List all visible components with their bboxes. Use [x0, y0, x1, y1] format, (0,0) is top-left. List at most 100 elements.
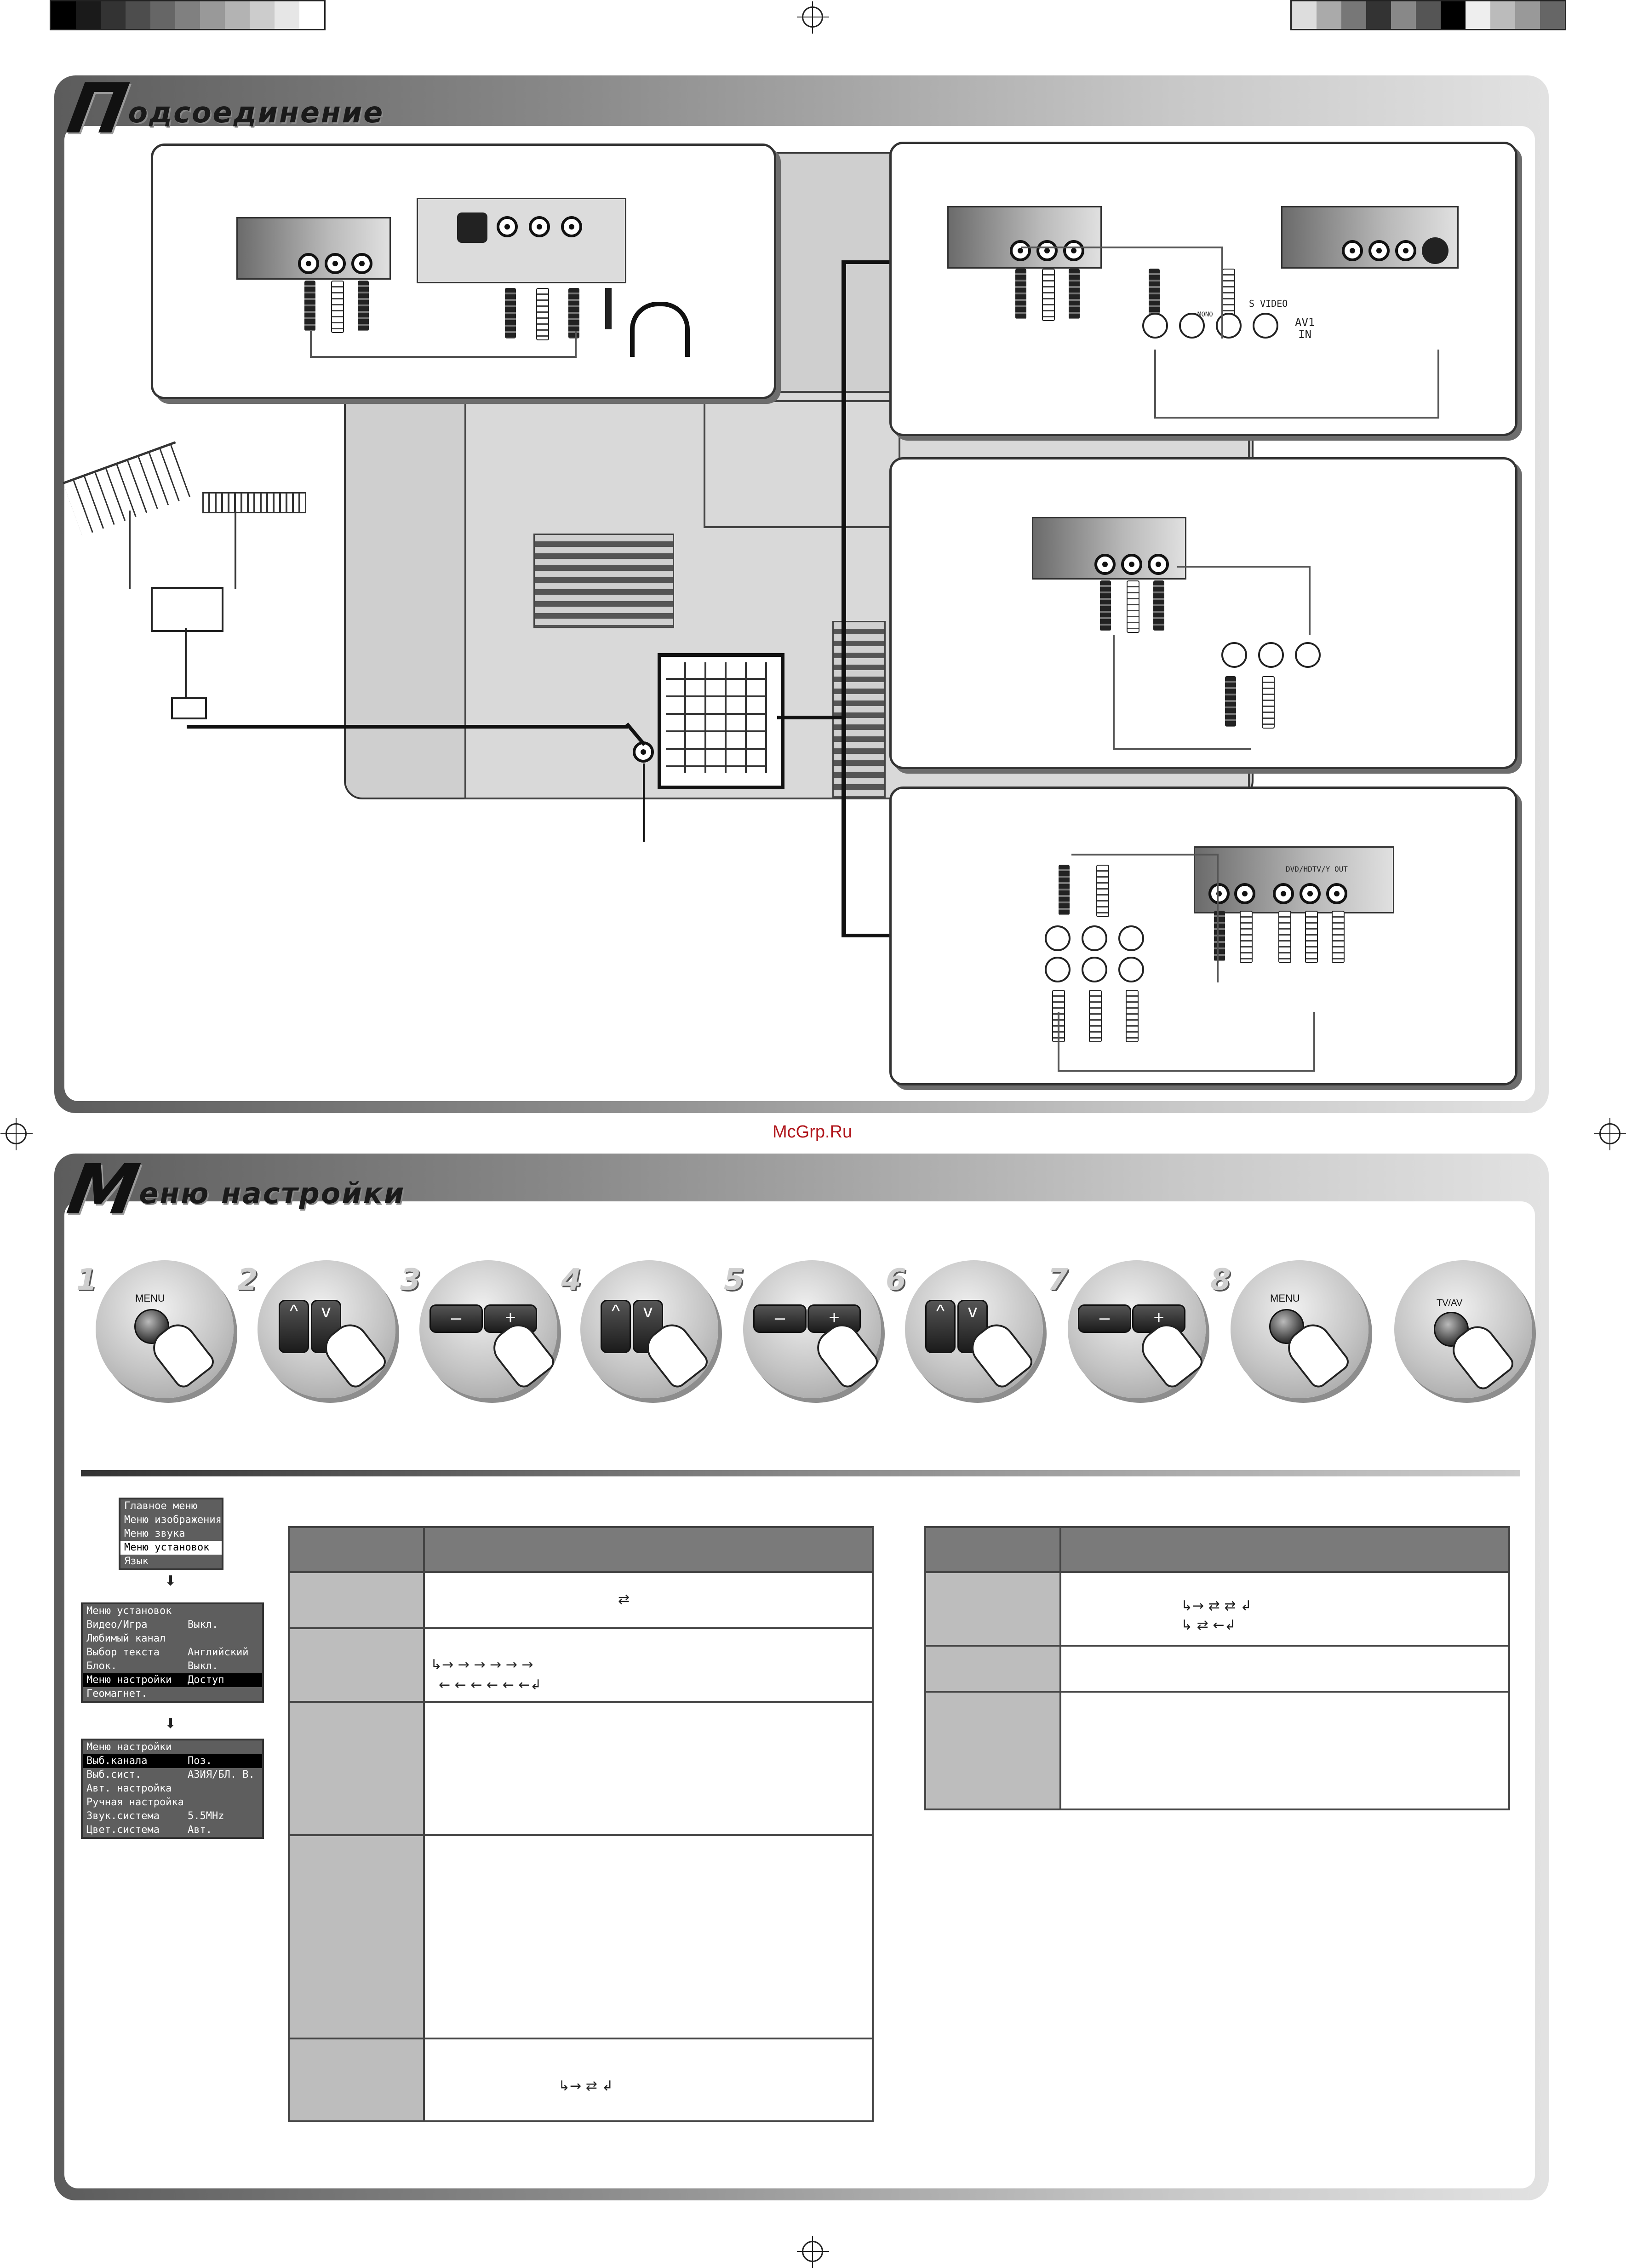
- front-video-in-jack[interactable]: [497, 216, 518, 237]
- av1-in-label: AV1 IN: [1295, 316, 1315, 341]
- step-number-5: 5: [724, 1263, 744, 1297]
- down-arrow-icon: ⬇: [165, 1716, 177, 1732]
- front-audio-r-in-jack[interactable]: [561, 216, 582, 237]
- osd-row[interactable]: Ручная настройка: [86, 1797, 184, 1808]
- settings-table-right: ↳→ ⇄ ⇄ ↲ ↳ ⇄ ←↲: [924, 1526, 1510, 1810]
- title-rest: еню настройки: [139, 1177, 406, 1210]
- component-jack-2[interactable]: [1082, 925, 1107, 951]
- headphone-plug: [605, 288, 612, 329]
- antenna-mast-left: [129, 511, 131, 589]
- av2-in-jack-2[interactable]: [1258, 642, 1284, 668]
- osd-row[interactable]: Меню установок: [86, 1605, 172, 1617]
- connection-section-title: Подсоединение: [62, 69, 384, 149]
- osd-row[interactable]: Язык: [124, 1556, 149, 1567]
- osd-row[interactable]: Авт. настройка: [86, 1783, 172, 1794]
- vcr-video-out-jack: [1010, 240, 1031, 261]
- av2-in-jack-1[interactable]: [1221, 642, 1247, 668]
- cycle-arrow-icon: ← ← ← ← ← ←↲: [439, 1677, 542, 1693]
- table-row: ↳→ ⇄ ↲: [288, 2038, 874, 2122]
- osd-row-selected[interactable]: Меню установок: [120, 1541, 222, 1555]
- rca-plug-front-audio-l: [536, 288, 549, 340]
- component-jack-5[interactable]: [1082, 957, 1107, 982]
- tv-rear-upper-panel: [704, 400, 900, 528]
- dvd-y-jack: [1273, 883, 1294, 904]
- step-number-1: 1: [76, 1263, 97, 1297]
- osd-row[interactable]: Любимый канал: [86, 1633, 166, 1644]
- table-row: ↳→ ⇄ ⇄ ↲ ↳ ⇄ ←↲: [924, 1571, 1510, 1647]
- av2-in-jack-3[interactable]: [1295, 642, 1321, 668]
- osd-row[interactable]: Меню изображения: [124, 1514, 222, 1526]
- dvd-plug-5: [1332, 911, 1345, 963]
- device-video-out-jack: [298, 253, 319, 274]
- table-header-cell: [1059, 1526, 1510, 1573]
- component-jack-4[interactable]: [1045, 957, 1071, 982]
- step-8-label: MENU: [1270, 1292, 1300, 1304]
- callout-line-right: [842, 260, 846, 936]
- dvd-audio-r-jack: [1234, 883, 1255, 904]
- step-number-3: 3: [400, 1263, 421, 1297]
- front-audio-l-in-jack[interactable]: [529, 216, 550, 237]
- volume-minus-button[interactable]: –: [1078, 1304, 1131, 1333]
- table-label-cell: [924, 1645, 1061, 1693]
- volume-minus-button[interactable]: –: [753, 1304, 807, 1333]
- source-audio-l-jack: [1368, 240, 1390, 261]
- component-jack-6[interactable]: [1118, 957, 1144, 982]
- osd-row[interactable]: Блок.Выкл.: [86, 1660, 218, 1672]
- tv-to-source-cable: [1154, 350, 1439, 419]
- av1-in-jack-1[interactable]: [1142, 313, 1168, 339]
- step-number-4: 4: [561, 1263, 582, 1297]
- channel-up-button[interactable]: ^: [601, 1300, 631, 1353]
- channel-up-button[interactable]: ^: [279, 1300, 309, 1353]
- table-row: [288, 1701, 874, 1836]
- table-label-cell: [288, 1701, 425, 1836]
- registration-mark-top: [797, 1, 829, 34]
- channel-up-button[interactable]: ^: [925, 1300, 956, 1353]
- dvd-player-device: [1194, 846, 1394, 913]
- antenna-cable-to-tv: [187, 725, 628, 729]
- title-rest: одсоединение: [128, 96, 384, 129]
- title-initial: М: [62, 1150, 146, 1230]
- table-value-cell: [1059, 1645, 1510, 1693]
- av2-plug-2: [1127, 580, 1139, 633]
- vcr-plug-1: [1015, 269, 1026, 319]
- tv-front-panel: [417, 198, 626, 283]
- bidirectional-arrow-icon: ⇄: [618, 1591, 630, 1608]
- setup-menu-section-title: Меню настройки: [62, 1150, 406, 1230]
- osd-row[interactable]: Меню звука: [124, 1528, 185, 1539]
- table-row: [288, 1834, 874, 2039]
- av2-audio-l-out-jack: [1121, 554, 1142, 575]
- vcr-cable-bundle: [1021, 247, 1223, 339]
- volume-minus-button[interactable]: –: [429, 1304, 483, 1333]
- source-video-jack: [1342, 240, 1363, 261]
- osd-row[interactable]: Главное меню: [124, 1500, 197, 1512]
- dvd-out-label: DVD/HDTV/Y OUT: [1286, 865, 1348, 873]
- av1-in-jack-3[interactable]: [1216, 313, 1242, 339]
- osd-row[interactable]: Меню настройки: [86, 1741, 172, 1753]
- av2-video-out-jack: [1094, 554, 1116, 575]
- s-video-label: S VIDEO: [1249, 298, 1288, 309]
- component-jack-1[interactable]: [1045, 925, 1071, 951]
- av1-in-jack-2[interactable]: [1179, 313, 1205, 339]
- component-jack-3[interactable]: [1118, 925, 1144, 951]
- av1-s-video-jack[interactable]: [1253, 313, 1278, 339]
- terminal-jack-grid: [666, 662, 767, 773]
- table-label-cell: [288, 1834, 425, 2039]
- color-registration-bar-left: [50, 0, 326, 30]
- osd-row[interactable]: Геомагнет.: [86, 1688, 148, 1700]
- av2-plug-1: [1100, 580, 1111, 631]
- table-value-cell: [1059, 1691, 1510, 1810]
- osd-row[interactable]: Выб.сист.АЗИЯ/БЛ. В.: [86, 1769, 255, 1780]
- step-number-7: 7: [1048, 1263, 1068, 1297]
- rca-plug-front-video: [505, 288, 516, 339]
- vcr-audio-l-out-jack: [1036, 240, 1058, 261]
- tv-audio-plug-2: [1096, 865, 1109, 917]
- rca-plug-audio-l: [331, 281, 344, 333]
- color-registration-bar-right: [1290, 0, 1566, 30]
- step-number-6: 6: [886, 1263, 906, 1297]
